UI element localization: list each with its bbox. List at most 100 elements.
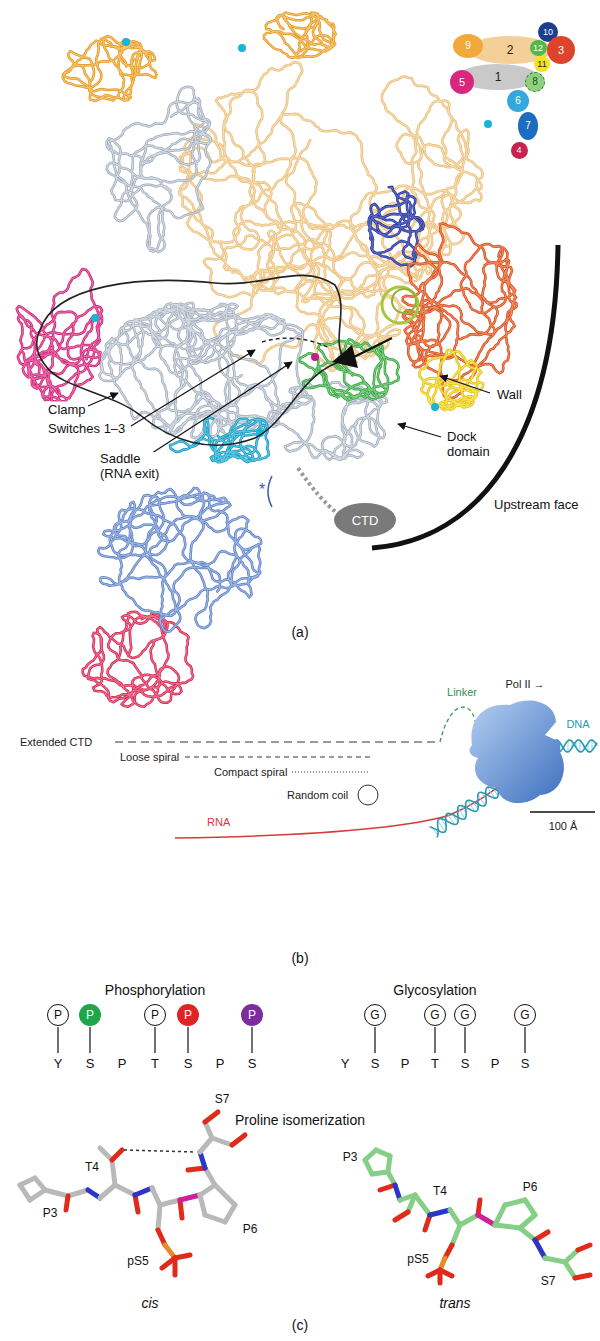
bond-stick <box>205 1168 215 1185</box>
glyco-circle: G <box>454 1004 476 1026</box>
bond-stick <box>112 1150 122 1160</box>
bond-stick <box>438 1270 443 1283</box>
residue-letter: T <box>429 1057 441 1072</box>
ribbon <box>179 62 483 302</box>
ribbon-highlight <box>179 62 483 302</box>
stem <box>187 1027 188 1053</box>
bond-stick <box>135 1195 138 1212</box>
compact-spiral-line <box>292 772 370 773</box>
ribbon <box>300 339 399 400</box>
bond-stick <box>215 1185 235 1205</box>
residue-letter-text: S <box>519 1056 532 1071</box>
residue-label: S7 <box>213 1093 232 1107</box>
ribbon <box>98 488 261 632</box>
residue-letter: S <box>182 1057 195 1072</box>
stem <box>434 1027 435 1053</box>
subunit-circle: 8 <box>525 72 545 92</box>
residue-letter-text: Y <box>339 1056 352 1071</box>
residue-letter-text: P <box>399 1056 412 1071</box>
stem <box>524 1027 525 1053</box>
panel-letter: (b) <box>289 950 310 966</box>
residue-label-text: pS5 <box>405 1252 430 1266</box>
part-label: Wall <box>495 388 524 403</box>
random-coil-circle <box>358 785 378 805</box>
residue-label: T4 <box>83 1161 101 1175</box>
part-label-text: Pol II → <box>503 678 546 690</box>
glyco-circle: G <box>424 1004 446 1026</box>
state-label-text: Loose spiral <box>118 751 181 763</box>
magnesium-ion <box>311 353 319 361</box>
node-label: 1 <box>495 71 502 83</box>
residue-letter-text: S <box>246 1056 259 1071</box>
bond-stick <box>152 1188 160 1205</box>
ctd-linker-mark <box>268 476 272 507</box>
residue-letter-text: S <box>182 1056 195 1071</box>
bond-stick <box>525 1200 535 1215</box>
residue-letter: Y <box>339 1057 352 1072</box>
node-label: 8 <box>532 77 538 87</box>
bond-stick <box>158 1205 160 1230</box>
bond-stick <box>578 1245 590 1250</box>
bond-stick <box>495 1205 505 1225</box>
part-label-text: Upstream face <box>492 497 581 512</box>
zinc-ion <box>431 403 439 411</box>
node-label: 7 <box>525 121 531 131</box>
leader-line <box>440 376 490 393</box>
bond-stick <box>415 1195 430 1215</box>
phospho-circle: P <box>177 1004 199 1026</box>
ribbon-highlight <box>98 488 261 632</box>
stem <box>154 1027 155 1053</box>
protein-ribbons <box>17 13 517 707</box>
residue-label-text: S7 <box>213 1092 232 1106</box>
node-label: CTD <box>352 514 379 527</box>
bond-stick <box>452 1225 460 1245</box>
bond-stick <box>45 1190 68 1196</box>
part-label: Pol II → <box>503 678 546 691</box>
isomer-label-text: cis <box>139 1295 160 1311</box>
stems <box>58 1027 525 1053</box>
part-label-text: RNA <box>205 816 232 828</box>
bond-stick <box>66 1196 68 1210</box>
subunit-ellipse: 7 <box>518 112 538 140</box>
bond-stick <box>160 1200 180 1205</box>
residue-letter: S <box>519 1057 532 1072</box>
state-label: Loose spiral <box>118 751 181 764</box>
state-label: Extended CTD <box>18 736 94 749</box>
leader-line <box>131 350 255 426</box>
residue-label: S7 <box>539 1275 558 1289</box>
panel-letter-text: (b) <box>289 950 310 966</box>
bond-stick <box>460 1215 478 1225</box>
stem <box>464 1027 465 1053</box>
residue-letter-text: Y <box>52 1056 65 1071</box>
bond-stick <box>200 1152 205 1168</box>
section-heading: Phosphorylation <box>103 982 207 998</box>
residue-letter-text: P <box>214 1056 227 1071</box>
residue-letter-text: T <box>429 1056 441 1071</box>
marker-symbol: * <box>257 481 267 499</box>
residue-letter: S <box>246 1057 259 1072</box>
residue-letter: S <box>369 1057 382 1072</box>
peptide-models <box>20 1112 590 1283</box>
rna-strand <box>175 772 515 838</box>
bond-stick <box>68 1190 88 1196</box>
bond-stick <box>135 1188 152 1195</box>
stem <box>89 1027 90 1053</box>
bond-stick <box>180 1195 200 1200</box>
panel-letter-text: (c) <box>290 1317 310 1333</box>
node-label: 3 <box>558 45 564 56</box>
zinc-ion <box>91 314 99 322</box>
ctd-ellipse: CTD <box>334 503 396 537</box>
node-label: P <box>54 1009 62 1021</box>
clamp-outline <box>37 275 345 445</box>
hydrogen-bond <box>124 1150 196 1152</box>
part-label: Upstream face <box>492 498 581 513</box>
node-label: 4 <box>516 146 521 155</box>
residue-label-text: P3 <box>341 1150 360 1164</box>
bond-stick <box>200 1185 215 1195</box>
residue-label: pS5 <box>405 1253 430 1267</box>
residue-letter-text: S <box>369 1056 382 1071</box>
node-label: P <box>151 1009 159 1021</box>
residue-letter: P <box>116 1057 129 1072</box>
bond-stick <box>100 1185 115 1198</box>
